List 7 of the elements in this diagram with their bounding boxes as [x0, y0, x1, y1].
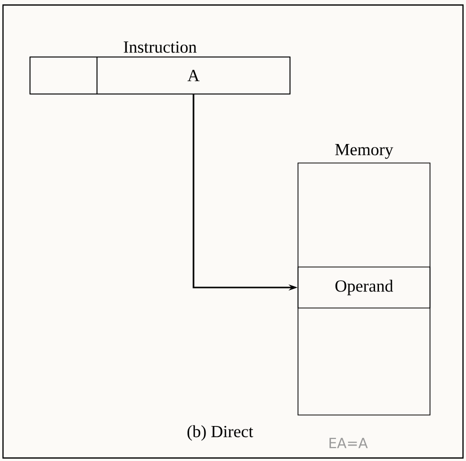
handwritten-note: EA=A [330, 438, 368, 448]
register-field [30, 56, 98, 94]
node-label: Memory [335, 144, 394, 159]
memory-cell: Operand [298, 266, 430, 308]
caption: (b) Direct [187, 425, 254, 441]
node-label: Instruction [124, 41, 197, 53]
register-field: A [96, 56, 290, 94]
